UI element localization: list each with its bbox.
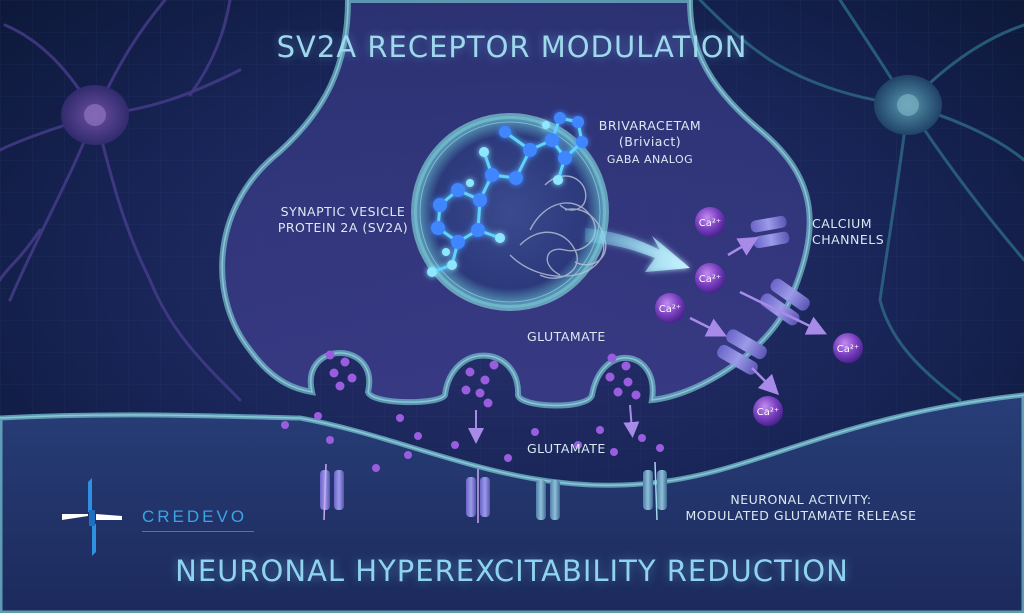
logo-underline <box>142 531 254 532</box>
cleft-glutamate <box>281 412 664 472</box>
activity-label-line2: MODULATED GLUTAMATE RELEASE <box>685 508 917 523</box>
postsynaptic-receptor <box>536 480 560 520</box>
postsynaptic-receptor <box>320 463 344 521</box>
svg-text:Ca²⁺: Ca²⁺ <box>699 274 721 285</box>
page-title: SV2A RECEPTOR MODULATION <box>276 30 748 64</box>
postsynaptic-receptor <box>466 469 490 523</box>
calcium-ion: Ca²⁺ <box>753 396 783 426</box>
drug-name: BRIVARACETAM <box>598 118 702 133</box>
release-vesicle <box>461 360 499 408</box>
calcium-channel <box>717 329 767 375</box>
calcium-label-line2: CHANNELS <box>812 232 885 247</box>
postsynaptic-receptors <box>320 461 667 523</box>
sv2a-label: SYNAPTIC VESICLE PROTEIN 2A (SV2A) <box>268 204 418 236</box>
svg-text:Ca²⁺: Ca²⁺ <box>837 344 859 355</box>
release-vesicle <box>605 353 641 400</box>
calcium-ion: Ca²⁺ <box>695 207 725 237</box>
svg-text:Ca²⁺: Ca²⁺ <box>699 218 721 229</box>
calcium-ions: Ca²⁺ Ca²⁺ Ca²⁺ Ca²⁺ Ca²⁺ <box>655 207 863 426</box>
bottom-title: NEURONAL HYPEREXCITABILITY REDUCTION <box>175 554 849 588</box>
sv2a-vesicle <box>411 113 609 311</box>
neuron-left <box>0 0 242 402</box>
postsynaptic-receptor <box>643 461 667 521</box>
sv2a-label-line1: SYNAPTIC VESICLE <box>280 204 406 219</box>
calcium-ion: Ca²⁺ <box>833 333 863 363</box>
glutamate-label-cleft: GLUTAMATE <box>527 441 606 456</box>
activity-label-line1: NEURONAL ACTIVITY: <box>730 492 872 507</box>
release-vesicles <box>325 350 641 408</box>
activity-label: NEURONAL ACTIVITY: MODULATED GLUTAMATE R… <box>676 492 926 524</box>
drug-class: GABA ANALOG <box>606 153 694 166</box>
calcium-arrows <box>689 236 827 396</box>
drug-molecule <box>427 112 588 277</box>
release-vesicle <box>325 350 357 391</box>
glutamate-label-top: GLUTAMATE <box>527 329 606 344</box>
binding-arrow <box>585 228 690 272</box>
drug-label: BRIVARACETAM (Briviact) GABA ANALOG <box>590 118 710 168</box>
svg-text:Ca²⁺: Ca²⁺ <box>757 407 779 418</box>
drug-brand: (Briviact) <box>618 134 682 149</box>
neuron-right <box>698 0 1024 402</box>
logo-name: CREDEVO <box>142 507 248 526</box>
calcium-ion: Ca²⁺ <box>695 263 725 293</box>
svg-text:Ca²⁺: Ca²⁺ <box>659 304 681 315</box>
calcium-channels-label: CALCIUM CHANNELS <box>812 216 912 248</box>
calcium-ion: Ca²⁺ <box>655 293 685 323</box>
calcium-channel <box>750 215 790 249</box>
calcium-label-line1: CALCIUM <box>812 216 873 231</box>
credevo-cross-logo <box>62 478 122 556</box>
sv2a-label-line2: PROTEIN 2A (SV2A) <box>277 220 409 235</box>
release-arrows <box>468 404 640 444</box>
